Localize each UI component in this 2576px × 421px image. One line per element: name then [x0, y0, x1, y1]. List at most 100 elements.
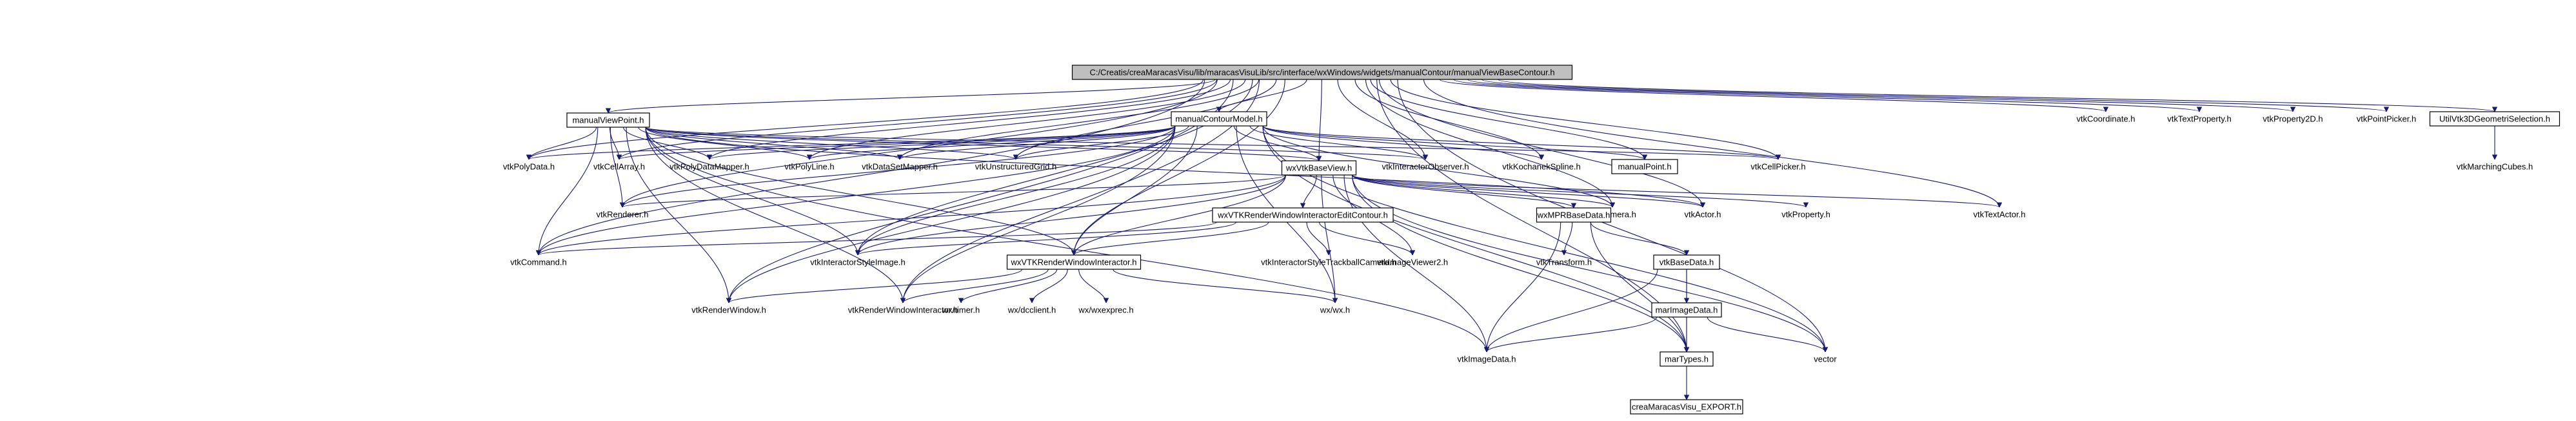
edge-mcm-to-polydata [529, 125, 1176, 160]
node-label: vtkRenderWindowInteractor.h [848, 305, 958, 315]
edge-root-to-mcm [1219, 79, 1307, 112]
node-label: manualContourModel.h [1175, 114, 1262, 124]
node-label: vtkTransform.h [1536, 258, 1592, 267]
node-ugrid[interactable]: vtkUnstructuredGrid.h [975, 162, 1056, 172]
node-box [1281, 160, 1357, 176]
edge-root-to-mvp [608, 79, 1216, 114]
node-box [1630, 399, 1743, 415]
edge-root-to-textactor [1423, 79, 2000, 207]
node-label: wx/dcclient.h [1007, 305, 1056, 315]
node-vector[interactable]: vector [1814, 354, 1837, 364]
edge-mvp-to-pdmapper [623, 127, 709, 160]
edge-root-to-wxrwi [1074, 79, 1285, 255]
node-textprop[interactable]: vtkTextProperty.h [2167, 114, 2231, 124]
node-polyline[interactable]: vtkPolyLine.h [784, 162, 834, 172]
edge-marimage-to-imagedata [1487, 316, 1658, 353]
edge-wxrwi-to-wxexp [1078, 269, 1107, 303]
edge-mcm-to-rwinter [903, 125, 1176, 303]
node-label: vtkRenderWindow.h [691, 305, 766, 315]
node-util3d[interactable]: UtilVtk3DGeometriSelection.h [2429, 111, 2561, 127]
edge-mcm-to-mpoint [1262, 125, 1645, 160]
node-basedata[interactable]: vtkBaseData.h [1653, 254, 1720, 270]
node-label: vtkCellArray.h [593, 162, 645, 172]
edge-wxrwi-to-renwin [729, 269, 1023, 303]
edge-mcm-to-dsmapper [900, 125, 1176, 160]
edge-mvp-to-imagedata [645, 127, 1487, 352]
node-imagedata[interactable]: vtkImageData.h [1457, 354, 1516, 364]
edge-root-to-isimage [858, 79, 1253, 255]
node-label: vtkPolyLine.h [784, 162, 834, 172]
node-label: vtkProperty2D.h [2263, 114, 2323, 124]
edge-root-to-renwin [729, 79, 1234, 303]
node-cellpicker[interactable]: vtkCellPicker.h [1750, 162, 1805, 172]
node-label: wxMPRBaseData.h [1537, 211, 1610, 220]
edge-wxvtkbase-to-vector [1351, 174, 1826, 352]
node-pdmapper[interactable]: vtkPolyDataMapper.h [669, 162, 749, 172]
node-textactor[interactable]: vtkTextActor.h [1974, 210, 2026, 220]
node-wxwx[interactable]: wx/wx.h [1320, 305, 1350, 315]
node-wxrwi[interactable]: wxVTKRenderWindowInteractor.h [1006, 254, 1142, 270]
node-renwin[interactable]: vtkRenderWindow.h [691, 305, 766, 315]
node-box [1660, 351, 1714, 367]
node-timer[interactable]: wx/timer.h [942, 305, 980, 315]
edge-mvp-to-dsmapper [645, 127, 900, 160]
node-label: vtkPolyData.h [503, 162, 555, 172]
node-istrack[interactable]: vtkInteractorStyleTrackballCamera.h [1261, 258, 1396, 267]
node-box [1653, 254, 1720, 270]
node-transform[interactable]: vtkTransform.h [1536, 258, 1592, 267]
node-mprbase[interactable]: wxMPRBaseData.h [1536, 207, 1612, 223]
edge-wxvtkbase-to-camera [1351, 174, 1613, 208]
node-label: vtkBaseData.h [1660, 258, 1714, 267]
node-coord[interactable]: vtkCoordinate.h [2076, 114, 2135, 124]
node-imgviewer[interactable]: vtkImageViewer2.h [1377, 258, 1448, 267]
node-label: vtkImageData.h [1457, 354, 1516, 364]
node-mcubes[interactable]: vtkMarchingCubes.h [2457, 162, 2533, 172]
node-martypes[interactable]: marTypes.h [1660, 351, 1714, 367]
node-dcclient[interactable]: wx/dcclient.h [1007, 305, 1056, 315]
node-prop2d[interactable]: vtkProperty2D.h [2263, 114, 2323, 124]
node-label: vtkInteractorObserver.h [1382, 162, 1469, 172]
node-label: C:/Creatis/creaMaracasVisu/lib/maracasVi… [1089, 68, 1554, 77]
node-label: manualViewPoint.h [572, 116, 644, 125]
node-box [1071, 65, 1573, 80]
edge-root-to-wxvtkbase [1319, 79, 1322, 161]
edge-root-to-polydata [529, 79, 1204, 160]
node-label: vtkInteractorStyleImage.h [810, 258, 905, 267]
node-iobs[interactable]: vtkInteractorObserver.h [1382, 162, 1469, 172]
node-mvp[interactable]: manualViewPoint.h [566, 112, 650, 128]
node-isimage[interactable]: vtkInteractorStyleImage.h [810, 258, 905, 267]
node-wxvtkbase[interactable]: wxVtkBaseView.h [1281, 160, 1357, 176]
edge-wxvtkbase-to-textactor [1351, 174, 2000, 208]
edge-mcm-to-renwin [729, 125, 1176, 303]
node-rwinter[interactable]: vtkRenderWindowInteractor.h [848, 305, 958, 315]
node-dsmapper[interactable]: vtkDataSetMapper.h [862, 162, 938, 172]
node-renderer[interactable]: vtkRenderer.h [597, 210, 649, 220]
node-label: marImageData.h [1656, 305, 1718, 315]
node-label: wx/wxexprec.h [1078, 305, 1133, 315]
node-marimage[interactable]: marImageData.h [1651, 302, 1722, 318]
node-cellarray[interactable]: vtkCellArray.h [593, 162, 645, 172]
node-mpoint[interactable]: manualPoint.h [1611, 159, 1678, 174]
node-box [1611, 159, 1678, 174]
node-kochanek[interactable]: vtkKochanekSpline.h [1502, 162, 1580, 172]
node-root[interactable]: C:/Creatis/creaMaracasVisu/lib/maracasVi… [1071, 65, 1573, 80]
node-wxexp[interactable]: wx/wxexprec.h [1078, 305, 1133, 315]
edge-wxvtkbase-to-rwiedit [1303, 174, 1317, 209]
edge-mvp-to-cellpicker [645, 127, 1778, 160]
node-polydata[interactable]: vtkPolyData.h [503, 162, 555, 172]
node-actor[interactable]: vtkActor.h [1684, 210, 1721, 220]
node-export[interactable]: creaMaracasVisu_EXPORT.h [1630, 399, 1743, 415]
node-property[interactable]: vtkProperty.h [1781, 210, 1830, 220]
node-rwiedit[interactable]: wxVTKRenderWindowInteractorEditContour.h [1212, 207, 1394, 223]
node-mcm[interactable]: manualContourModel.h [1171, 111, 1267, 127]
nodes-layer: C:/Creatis/creaMaracasVisu/lib/maracasVi… [503, 65, 2561, 415]
edge-rwiedit-to-command [539, 221, 1217, 256]
edge-wxvtkbase-to-actor [1351, 174, 1703, 208]
edge-mcm-to-polyline [809, 125, 1176, 160]
edge-wxrwi-to-timer [961, 269, 1058, 303]
edge-mcm-to-vector [1262, 125, 1825, 352]
node-ptpicker[interactable]: vtkPointPicker.h [2357, 114, 2417, 124]
edge-rwiedit-to-imgviewer [1318, 221, 1413, 256]
edges-layer [529, 79, 2495, 400]
node-command[interactable]: vtkCommand.h [510, 258, 566, 267]
